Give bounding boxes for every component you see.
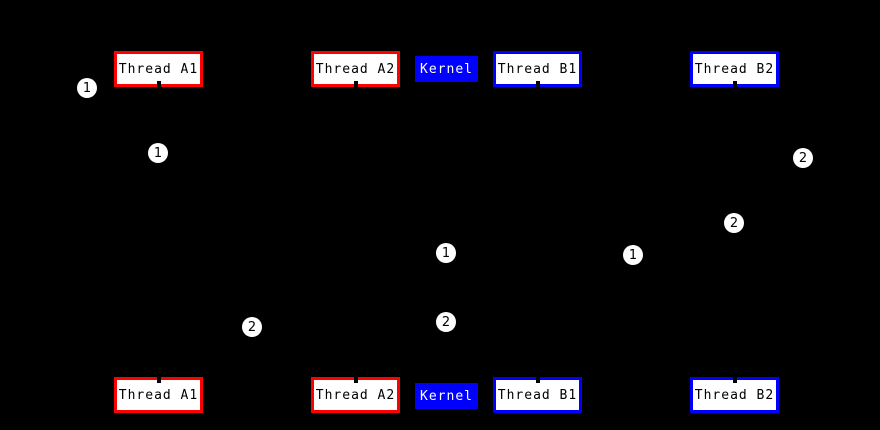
step-badge-2: 2 — [436, 312, 456, 332]
node-thread-a2-bottom: Thread A2 — [311, 377, 400, 413]
node-thread-a1-bottom: Thread A1 — [114, 377, 203, 413]
node-thread-a2-top: Thread A2 — [311, 51, 400, 87]
lifeline-notch — [353, 377, 358, 383]
lifeline-notch — [353, 81, 358, 87]
node-kernel-top: Kernel — [415, 56, 478, 82]
lifeline-notch — [156, 81, 161, 87]
node-thread-a1-top: Thread A1 — [114, 51, 203, 87]
lifeline-notch — [156, 377, 161, 383]
node-kernel-bottom: Kernel — [415, 383, 478, 409]
lifeline-notch — [732, 81, 737, 87]
lifeline-notch — [535, 81, 540, 87]
step-badge-2: 2 — [793, 148, 813, 168]
node-thread-b1-top: Thread B1 — [493, 51, 582, 87]
node-label: Thread A2 — [315, 61, 396, 77]
node-label: Kernel — [420, 388, 473, 404]
step-badge-1: 1 — [77, 78, 97, 98]
lifeline-notch — [535, 377, 540, 383]
node-thread-b1-bottom: Thread B1 — [493, 377, 582, 413]
node-label: Thread A2 — [315, 387, 396, 403]
lifeline-notch — [732, 377, 737, 383]
node-label: Thread B1 — [497, 61, 578, 77]
node-thread-b2-bottom: Thread B2 — [690, 377, 779, 413]
node-label: Thread B2 — [694, 387, 775, 403]
step-badge-1: 1 — [436, 243, 456, 263]
node-label: Kernel — [420, 61, 473, 77]
node-label: Thread B2 — [694, 61, 775, 77]
node-label: Thread A1 — [118, 61, 199, 77]
step-badge-2: 2 — [724, 213, 744, 233]
node-label: Thread A1 — [118, 387, 199, 403]
step-badge-1: 1 — [148, 143, 168, 163]
step-badge-1: 1 — [623, 245, 643, 265]
step-badge-2: 2 — [242, 317, 262, 337]
node-label: Thread B1 — [497, 387, 578, 403]
node-thread-b2-top: Thread B2 — [690, 51, 779, 87]
